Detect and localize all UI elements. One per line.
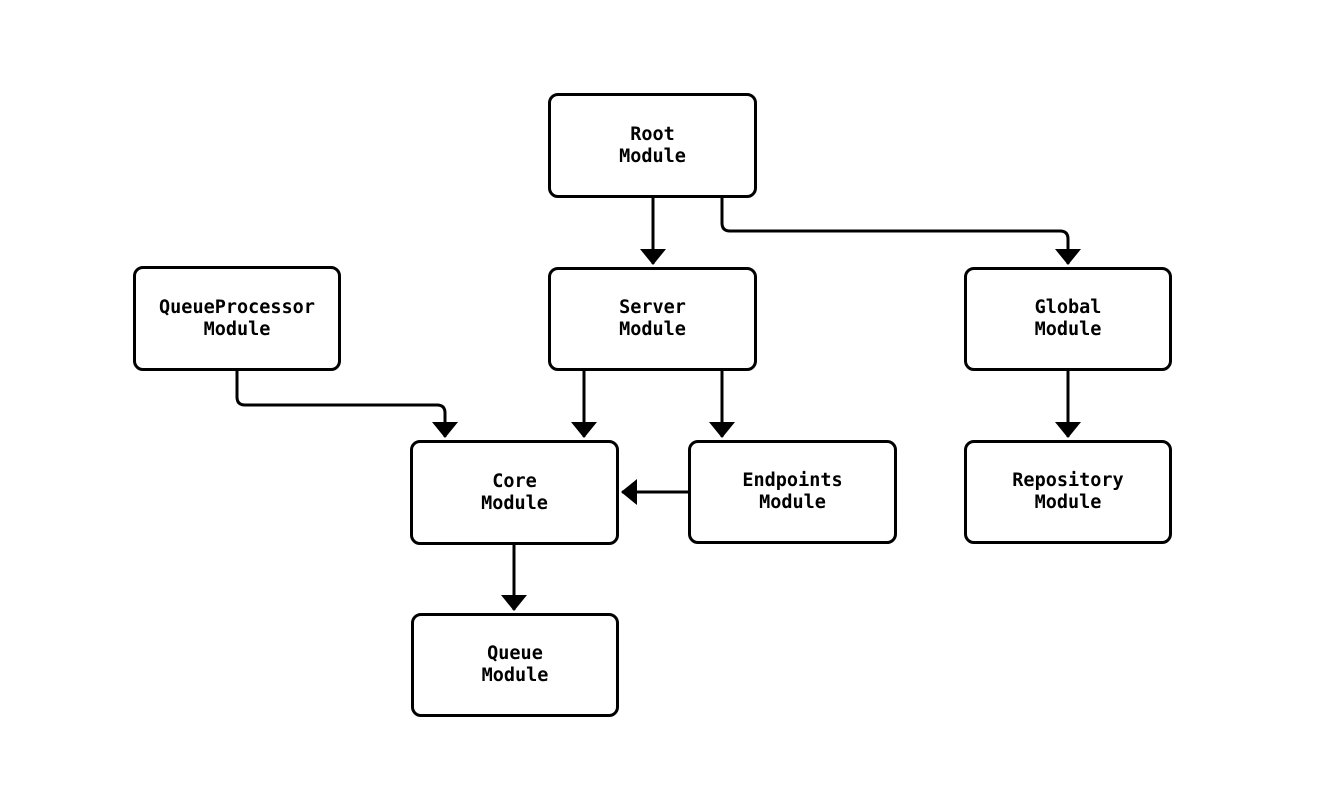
node-label-line2: Module bbox=[619, 145, 686, 167]
node-label-line2: Module bbox=[481, 492, 548, 514]
node-label-line1: Queue bbox=[487, 643, 543, 664]
node-endpoints-module: Endpoints Module bbox=[688, 440, 897, 544]
node-root-module: Root Module bbox=[548, 93, 757, 198]
node-core-module: Core Module bbox=[410, 440, 619, 545]
node-label-line1: Root bbox=[630, 123, 675, 145]
node-label-line1: Global bbox=[1034, 297, 1102, 318]
node-queue-module: Queue Module bbox=[411, 613, 619, 717]
node-label-line1: Repository bbox=[1012, 470, 1124, 491]
node-global-module: Global Module bbox=[964, 267, 1172, 371]
node-server-module: Server Module bbox=[548, 267, 757, 371]
node-label-line2: Module bbox=[1034, 319, 1102, 340]
edge-root-to-global bbox=[720, 198, 1081, 265]
node-label-line2: Module bbox=[759, 492, 826, 513]
node-label-line1: Core bbox=[492, 470, 537, 492]
node-label-line2: Module bbox=[203, 318, 271, 340]
node-label-line2: Module bbox=[1034, 492, 1102, 513]
node-label-line1: Endpoints bbox=[742, 470, 843, 491]
node-label-line1: QueueProcessor bbox=[159, 296, 315, 318]
node-queueprocessor-module: QueueProcessor Module bbox=[133, 266, 341, 371]
node-label-line2: Module bbox=[619, 319, 686, 340]
node-label-line1: Server bbox=[619, 297, 686, 318]
node-label-line2: Module bbox=[481, 665, 549, 686]
edge-queueprocessor-to-core bbox=[235, 371, 458, 438]
node-repository-module: Repository Module bbox=[964, 440, 1172, 544]
